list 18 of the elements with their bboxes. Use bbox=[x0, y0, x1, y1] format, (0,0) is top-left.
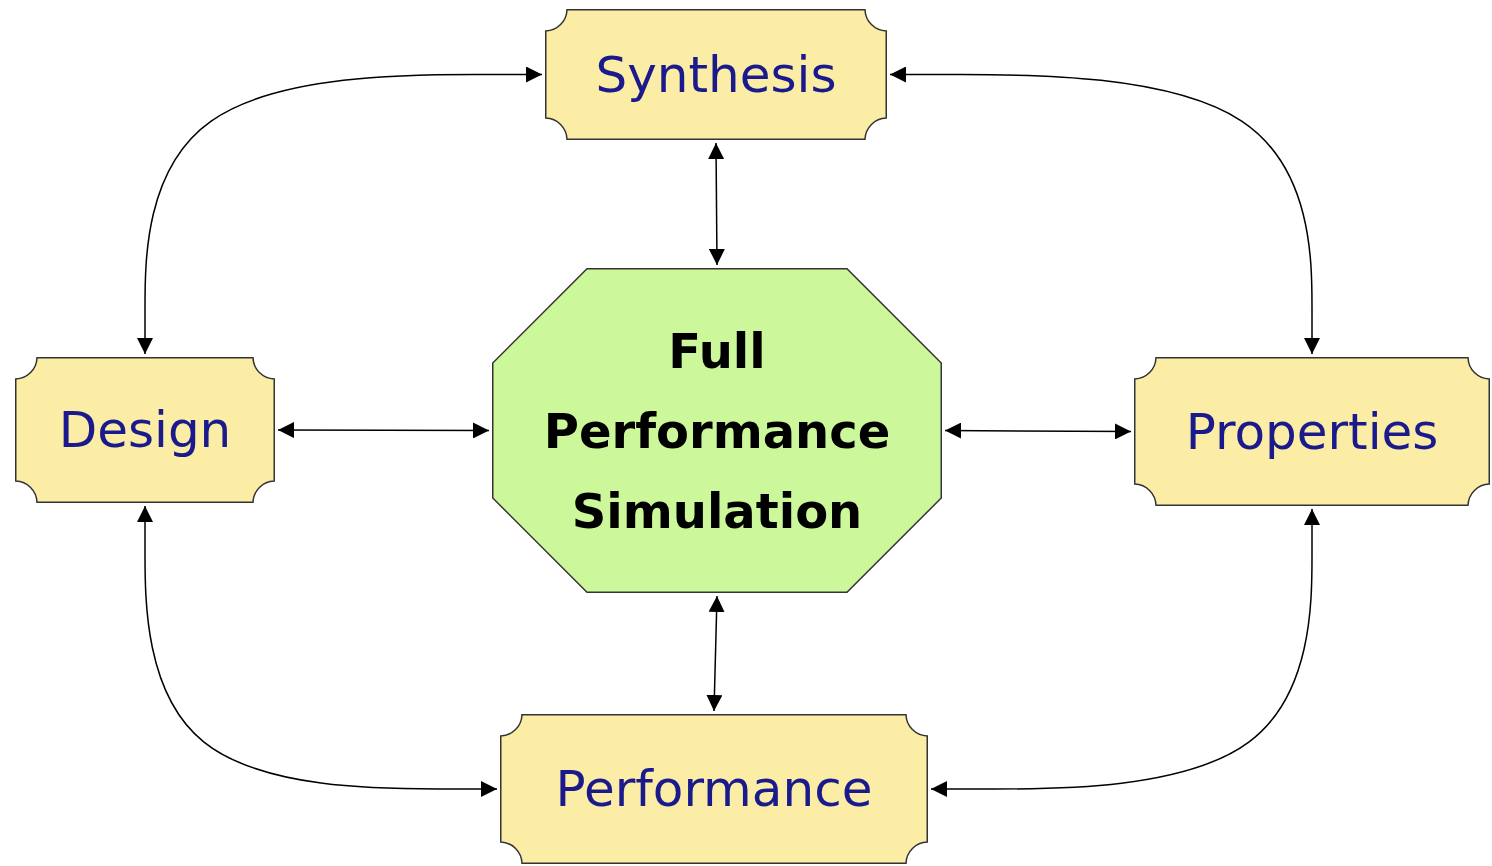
process-box bbox=[545, 9, 887, 140]
process-box bbox=[500, 714, 928, 864]
double-arrow bbox=[930, 508, 1320, 797]
process-box bbox=[1134, 357, 1490, 506]
double-arrow bbox=[708, 142, 725, 266]
double-arrow bbox=[706, 595, 725, 712]
double-arrow bbox=[137, 505, 498, 797]
process-box bbox=[15, 357, 275, 503]
double-arrow bbox=[277, 422, 490, 439]
double-arrow bbox=[889, 66, 1320, 355]
double-arrow bbox=[944, 422, 1132, 440]
node-label: Synthesis bbox=[595, 45, 837, 104]
double-arrow bbox=[137, 66, 543, 355]
node-label: Design bbox=[58, 401, 232, 459]
node-label: Performance bbox=[555, 760, 873, 818]
node-label: Properties bbox=[1185, 402, 1439, 461]
simulation-octagon bbox=[492, 268, 942, 593]
node-label: Full Performance Simulation bbox=[542, 321, 892, 541]
